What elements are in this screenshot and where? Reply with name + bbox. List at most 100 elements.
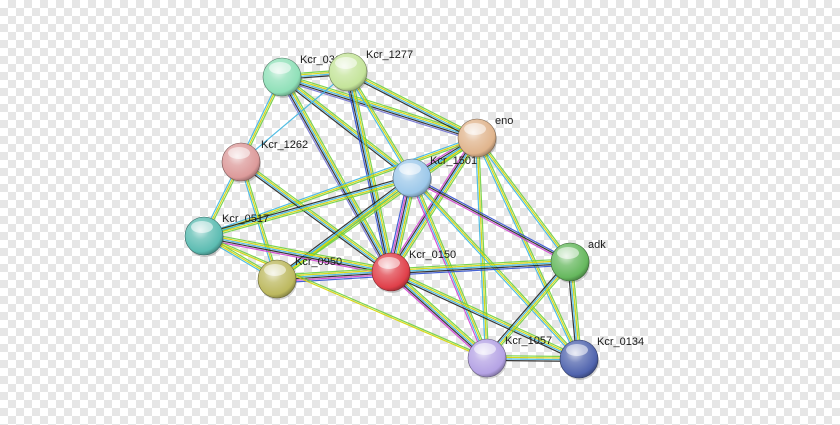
node-adk[interactable]: adk [550, 239, 606, 283]
edge-evidence-line [282, 74, 478, 138]
edge-evidence-line [347, 72, 477, 140]
edge-evidence-line [280, 78, 411, 181]
edge-evidence-line [280, 77, 391, 274]
edge-evidence-line [277, 275, 392, 284]
edge-adk-kcr1057 [484, 260, 573, 360]
node-label: Kcr_1262 [261, 139, 308, 151]
edge-evidence-line [276, 267, 391, 276]
node-highlight [557, 247, 579, 259]
edge-evidence-line [487, 262, 572, 359]
edge-evidence-line [203, 176, 412, 236]
edge-evidence-line [204, 234, 488, 358]
node-highlight [228, 147, 250, 159]
edge-kcr0150-kcr0134 [389, 269, 581, 362]
edge-evidence-line [203, 135, 477, 236]
node-label: Kcr_0517 [222, 213, 269, 225]
edge-evidence-line [283, 74, 414, 177]
edge-evidence-line [476, 137, 571, 263]
edge-evidence-line [203, 236, 487, 360]
edge-evidence-line [280, 79, 477, 142]
edge-evidence-line [477, 136, 572, 262]
edge-evidence-line [281, 77, 477, 141]
edge-evidence-line [387, 135, 475, 271]
node-kcr0134[interactable]: Kcr_0134 [559, 336, 644, 380]
edge-evidence-line [203, 137, 478, 237]
node-highlight [399, 163, 421, 175]
node-label: Kcr_1277 [366, 49, 413, 61]
edge-evidence-line [390, 272, 579, 361]
node-highlight [474, 343, 496, 355]
edge-evidence-line [347, 71, 413, 179]
edge-evidence-line [240, 71, 349, 163]
node-kcr0517[interactable]: Kcr_0517 [184, 213, 269, 257]
edge-evidence-line [345, 72, 391, 273]
edge-evidence-line [390, 261, 571, 273]
node-kcr1057[interactable]: Kcr_1057 [467, 335, 552, 379]
node-kcr0950[interactable]: Kcr_0950 [257, 256, 342, 300]
edge-evidence-line [278, 179, 414, 282]
edge-evidence-line [204, 178, 413, 238]
edge-evidence-line [242, 159, 393, 271]
edge-evidence-line [282, 75, 413, 178]
edge-evidence-line [348, 71, 394, 272]
edge-kcr0517-kcr0150 [203, 232, 392, 276]
edge-evidence-line [411, 177, 571, 263]
edge-evidence-line [204, 233, 392, 272]
edge-kcr1501-adk [410, 176, 572, 264]
edge-evidence-line [477, 137, 581, 359]
edge-evidence-line [241, 160, 392, 272]
edge-evidence-line [391, 270, 489, 358]
node-label: Kcr_0150 [409, 249, 456, 261]
edge-kcr1277-kcr0150 [344, 71, 395, 273]
node-kcr0317[interactable]: Kcr_0317 [262, 54, 347, 98]
edge-evidence-line [390, 258, 570, 270]
edge-kcr0317-kcr0150 [278, 75, 395, 274]
node-label: Kcr_1501 [430, 155, 477, 167]
edge-evidence-line [241, 161, 280, 279]
node-highlight [378, 257, 400, 269]
node-kcr1501[interactable]: Kcr_1501 [392, 155, 477, 199]
node-kcr1262[interactable]: Kcr_1262 [221, 139, 308, 183]
edge-evidence-line [277, 178, 413, 281]
edge-evidence-line [411, 177, 580, 360]
edge-evidence-line [346, 72, 412, 180]
edge-kcr1501-kcr0517 [203, 175, 413, 239]
node-label: Kcr_0950 [295, 256, 342, 268]
edge-evidence-line [391, 262, 571, 275]
edge-evidence-line [476, 137, 488, 359]
edge-evidence-line [240, 162, 391, 274]
node-eno[interactable]: eno [457, 115, 513, 159]
edge-evidence-line [475, 138, 570, 264]
edge-kcr0317-eno [280, 73, 479, 142]
edge-evidence-line [488, 263, 573, 360]
edge-kcr0317-kcr1501 [280, 74, 414, 181]
edge-evidence-line [281, 76, 392, 273]
edge-evidence-line [474, 138, 487, 359]
edge-evidence-line [281, 76, 478, 139]
edge-evidence-line [389, 273, 579, 362]
edge-evidence-line [344, 72, 389, 273]
edge-evidence-line [281, 77, 412, 180]
edge-evidence-line [238, 162, 277, 280]
edge-kcr0150-kcr1057 [388, 269, 490, 361]
edge-evidence-line [485, 261, 570, 358]
edge-evidence-line [284, 75, 395, 271]
edge-evidence-line [484, 260, 569, 357]
edge-evidence-line [412, 176, 572, 262]
node-kcr1277[interactable]: Kcr_1277 [328, 49, 413, 93]
edge-evidence-line [390, 259, 570, 272]
edge-evidence-line [392, 269, 490, 357]
edge-evidence-line [388, 273, 486, 361]
edge-evidence-line [389, 136, 477, 272]
edge-evidence-line [350, 71, 395, 272]
edge-evidence-line [276, 176, 412, 279]
edge-evidence-line [348, 69, 479, 137]
edge-evidence-line [475, 138, 579, 360]
edge-evidence-line [239, 163, 390, 275]
node-kcr0150[interactable]: Kcr_0150 [371, 249, 456, 293]
edge-kcr1501-kcr0950 [275, 175, 414, 282]
edge-evidence-line [203, 235, 392, 273]
node-highlight [264, 264, 286, 276]
edge-evidence-line [390, 271, 488, 359]
